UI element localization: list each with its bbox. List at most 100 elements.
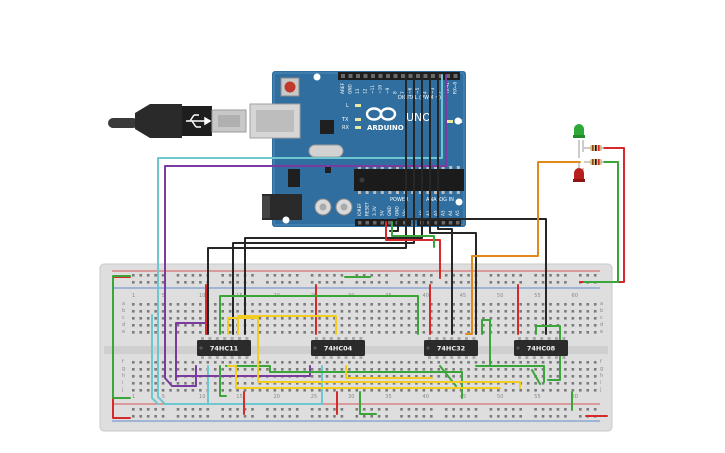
breadboard-hole[interactable] (362, 382, 366, 385)
breadboard-hole[interactable] (392, 382, 396, 385)
breadboard-hole[interactable] (385, 361, 388, 364)
breadboard-hole[interactable] (169, 324, 172, 327)
breadboard-hole[interactable] (236, 361, 239, 364)
breadboard-hole[interactable] (281, 281, 284, 284)
breadboard-hole[interactable] (534, 274, 537, 277)
breadboard-hole[interactable] (340, 303, 344, 306)
breadboard-hole[interactable] (146, 415, 150, 418)
breadboard-hole[interactable] (549, 389, 552, 392)
breadboard-hole[interactable] (348, 331, 351, 334)
breadboard-hole[interactable] (407, 303, 411, 306)
breadboard-hole[interactable] (415, 274, 418, 277)
breadboard-hole[interactable] (221, 274, 224, 277)
breadboard-hole[interactable] (400, 361, 403, 364)
breadboard-hole[interactable] (586, 310, 590, 313)
breadboard-hole[interactable] (511, 408, 515, 411)
breadboard-hole[interactable] (586, 368, 590, 371)
breadboard-hole[interactable] (564, 361, 567, 364)
header-pin-hole[interactable] (378, 74, 383, 78)
breadboard-hole[interactable] (176, 415, 180, 418)
breadboard-hole[interactable] (407, 281, 411, 284)
breadboard-hole[interactable] (243, 415, 247, 418)
breadboard-hole[interactable] (452, 324, 455, 327)
breadboard-hole[interactable] (221, 317, 224, 320)
breadboard-hole[interactable] (281, 368, 284, 371)
breadboard-hole[interactable] (474, 408, 478, 411)
breadboard-hole[interactable] (169, 331, 172, 334)
breadboard-hole[interactable] (519, 389, 522, 392)
breadboard-hole[interactable] (370, 303, 373, 306)
breadboard-hole[interactable] (571, 331, 575, 334)
breadboard-hole[interactable] (236, 408, 239, 411)
breadboard-hole[interactable] (385, 324, 388, 327)
breadboard-hole[interactable] (437, 375, 441, 378)
breadboard-hole[interactable] (325, 331, 329, 334)
breadboard-hole[interactable] (243, 408, 247, 411)
breadboard-hole[interactable] (422, 415, 426, 418)
breadboard-hole[interactable] (400, 389, 403, 392)
breadboard-hole[interactable] (467, 408, 470, 411)
breadboard-hole[interactable] (504, 382, 508, 385)
breadboard-hole[interactable] (497, 303, 500, 306)
header-pin-hole[interactable] (416, 74, 420, 78)
breadboard-hole[interactable] (213, 303, 217, 306)
breadboard-hole[interactable] (310, 408, 314, 411)
breadboard-hole[interactable] (467, 281, 470, 284)
breadboard-hole[interactable] (489, 375, 493, 378)
breadboard-hole[interactable] (161, 382, 165, 385)
breadboard-hole[interactable] (541, 415, 545, 418)
breadboard-hole[interactable] (310, 317, 314, 320)
breadboard-hole[interactable] (221, 389, 224, 392)
header-pin-hole[interactable] (448, 221, 453, 225)
header-pin-hole[interactable] (348, 74, 353, 78)
breadboard-hole[interactable] (169, 368, 172, 371)
breadboard-hole[interactable] (497, 317, 500, 320)
breadboard-hole[interactable] (221, 408, 224, 411)
breadboard-hole[interactable] (303, 331, 306, 334)
breadboard-hole[interactable] (161, 310, 165, 313)
breadboard-hole[interactable] (541, 310, 545, 313)
breadboard-hole[interactable] (273, 281, 277, 284)
breadboard-hole[interactable] (266, 303, 269, 306)
breadboard-hole[interactable] (526, 368, 530, 371)
breadboard-hole[interactable] (586, 274, 590, 277)
breadboard-hole[interactable] (213, 310, 217, 313)
breadboard-hole[interactable] (474, 375, 478, 378)
breadboard-hole[interactable] (191, 368, 195, 371)
breadboard-hole[interactable] (482, 361, 485, 364)
breadboard-hole[interactable] (340, 408, 344, 411)
breadboard-hole[interactable] (266, 389, 269, 392)
breadboard-hole[interactable] (206, 415, 210, 418)
breadboard-hole[interactable] (549, 368, 552, 371)
breadboard-hole[interactable] (191, 389, 195, 392)
breadboard-hole[interactable] (511, 324, 515, 327)
breadboard-hole[interactable] (579, 368, 582, 371)
breadboard-hole[interactable] (251, 389, 254, 392)
breadboard-hole[interactable] (564, 317, 567, 320)
breadboard-hole[interactable] (497, 274, 500, 277)
breadboard-hole[interactable] (482, 324, 485, 327)
breadboard-hole[interactable] (385, 303, 388, 306)
breadboard-hole[interactable] (497, 382, 500, 385)
breadboard-hole[interactable] (184, 415, 187, 418)
breadboard-hole[interactable] (362, 281, 366, 284)
breadboard-hole[interactable] (236, 303, 239, 306)
breadboard-hole[interactable] (355, 408, 359, 411)
breadboard-hole[interactable] (295, 317, 299, 320)
breadboard-hole[interactable] (333, 310, 336, 313)
breadboard-hole[interactable] (191, 274, 195, 277)
breadboard-hole[interactable] (400, 274, 403, 277)
breadboard-hole[interactable] (407, 310, 411, 313)
header-pin-hole[interactable] (434, 221, 438, 225)
breadboard-hole[interactable] (154, 274, 157, 277)
breadboard-hole[interactable] (579, 382, 582, 385)
breadboard-hole[interactable] (586, 317, 590, 320)
breadboard-hole[interactable] (519, 415, 522, 418)
breadboard-hole[interactable] (213, 324, 217, 327)
breadboard-hole[interactable] (482, 317, 485, 320)
breadboard-hole[interactable] (385, 389, 388, 392)
breadboard-hole[interactable] (415, 415, 418, 418)
breadboard-hole[interactable] (459, 368, 463, 371)
breadboard-hole[interactable] (318, 368, 321, 371)
breadboard-hole[interactable] (407, 361, 411, 364)
